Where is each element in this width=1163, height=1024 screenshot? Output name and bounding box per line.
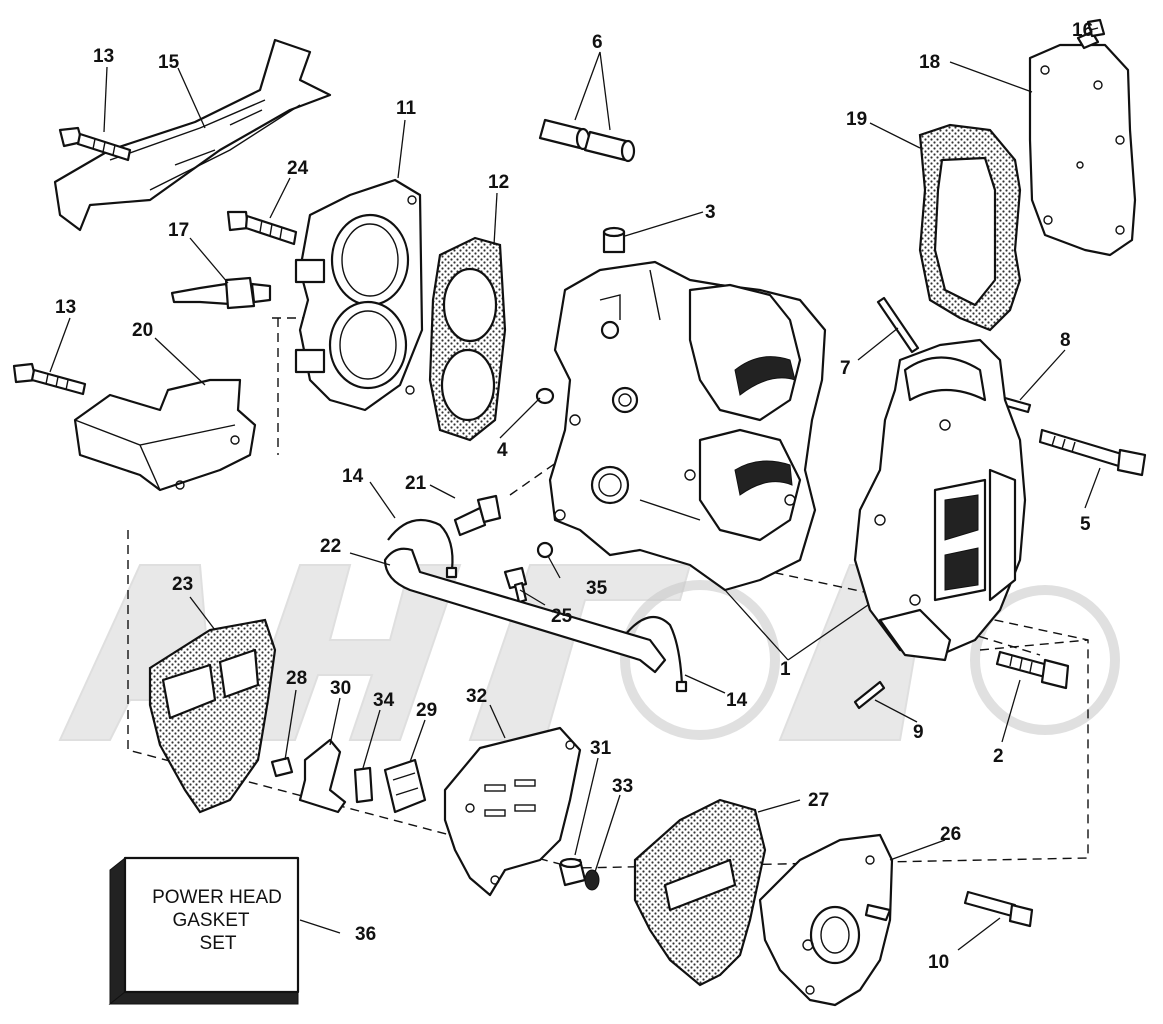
part-14-clamp-lower	[624, 615, 688, 693]
gasket-set-line-1: POWER HEAD	[152, 887, 282, 908]
callout-19: 19	[846, 109, 867, 130]
callout-23: 23	[172, 574, 193, 595]
part-21-fitting	[453, 494, 502, 537]
part-18-cover-plate	[1028, 43, 1137, 257]
callout-labels: 13 15 11 12 6 3 24 17 13 20 4 14 21 22 3…	[55, 20, 1093, 973]
part-14-clamp-upper	[387, 518, 458, 579]
gasket-set-line-3: SET	[200, 933, 237, 954]
callout-4: 4	[497, 440, 508, 461]
part-17-spark-plug	[170, 276, 272, 310]
part-32-reed-plate	[443, 726, 582, 897]
callout-35: 35	[586, 578, 608, 599]
part-20-bracket	[73, 378, 257, 492]
callout-9: 9	[913, 722, 924, 743]
callout-14-lower: 14	[726, 690, 748, 711]
callout-22: 22	[320, 536, 341, 557]
part-33-spring	[584, 869, 600, 891]
part-10-screw	[963, 890, 1034, 928]
callout-13-top: 13	[93, 46, 114, 67]
callout-27: 27	[808, 790, 829, 811]
callout-10: 10	[928, 952, 949, 973]
callout-28: 28	[286, 668, 307, 689]
gasket-set-line-2: GASKET	[172, 910, 249, 931]
callout-5: 5	[1080, 514, 1091, 535]
callout-12: 12	[488, 172, 509, 193]
callout-30: 30	[330, 678, 351, 699]
callout-3: 3	[705, 202, 716, 223]
callout-13-lower: 13	[55, 297, 76, 318]
part-4-ball	[535, 387, 555, 405]
part-5-bolt	[1038, 428, 1147, 477]
callout-32: 32	[466, 686, 487, 707]
part-13-bolt-top	[58, 126, 132, 162]
part-9-pin	[853, 680, 886, 710]
callout-14-upper: 14	[342, 466, 364, 487]
part-1-crankcase-half	[853, 338, 1027, 662]
part-29-reed	[383, 758, 427, 814]
callout-15: 15	[158, 52, 180, 73]
part-23-gasket	[148, 618, 277, 814]
callout-2: 2	[993, 746, 1004, 767]
part-28-screw	[270, 756, 294, 778]
callout-29: 29	[416, 700, 437, 721]
part-2-bolt	[995, 650, 1070, 690]
callout-34: 34	[373, 690, 395, 711]
callout-20: 20	[132, 320, 153, 341]
callout-33: 33	[612, 776, 633, 797]
callout-25: 25	[551, 606, 573, 627]
part-36-gasket-set-box: POWER HEAD GASKET SET	[108, 856, 300, 1006]
part-1-cylinder-block	[548, 260, 827, 592]
leader-lines	[49, 27, 1101, 951]
part-3-plug	[602, 226, 626, 254]
callout-1: 1	[780, 659, 791, 680]
part-31-bushing	[558, 857, 587, 887]
part-26-cover	[758, 833, 894, 1007]
callout-18: 18	[919, 52, 940, 73]
callout-17: 17	[168, 220, 189, 241]
part-7-pin	[876, 296, 920, 354]
part-25-screw	[503, 566, 528, 604]
part-6-dowel-pins	[538, 118, 636, 163]
callout-16: 16	[1072, 20, 1093, 41]
part-34-shim	[353, 766, 374, 804]
callout-36: 36	[355, 924, 376, 945]
callout-7: 7	[840, 358, 851, 379]
callout-6: 6	[592, 32, 603, 53]
part-22-hose	[383, 547, 667, 674]
part-24-bolt	[226, 210, 298, 246]
callout-8: 8	[1060, 330, 1071, 351]
callout-26: 26	[940, 824, 961, 845]
part-27-gasket	[633, 798, 767, 987]
part-11-cylinder-head	[294, 178, 424, 412]
part-19-gasket	[918, 123, 1022, 332]
part-13-bolt-lower	[12, 362, 87, 396]
part-35-washer	[536, 541, 554, 559]
callout-31: 31	[590, 738, 612, 759]
callout-24: 24	[287, 158, 309, 179]
callout-21: 21	[405, 473, 427, 494]
part-15-shield	[53, 38, 332, 232]
part-30-reed-stop	[298, 738, 347, 814]
part-12-head-gasket	[428, 236, 507, 442]
callout-11: 11	[396, 98, 417, 119]
